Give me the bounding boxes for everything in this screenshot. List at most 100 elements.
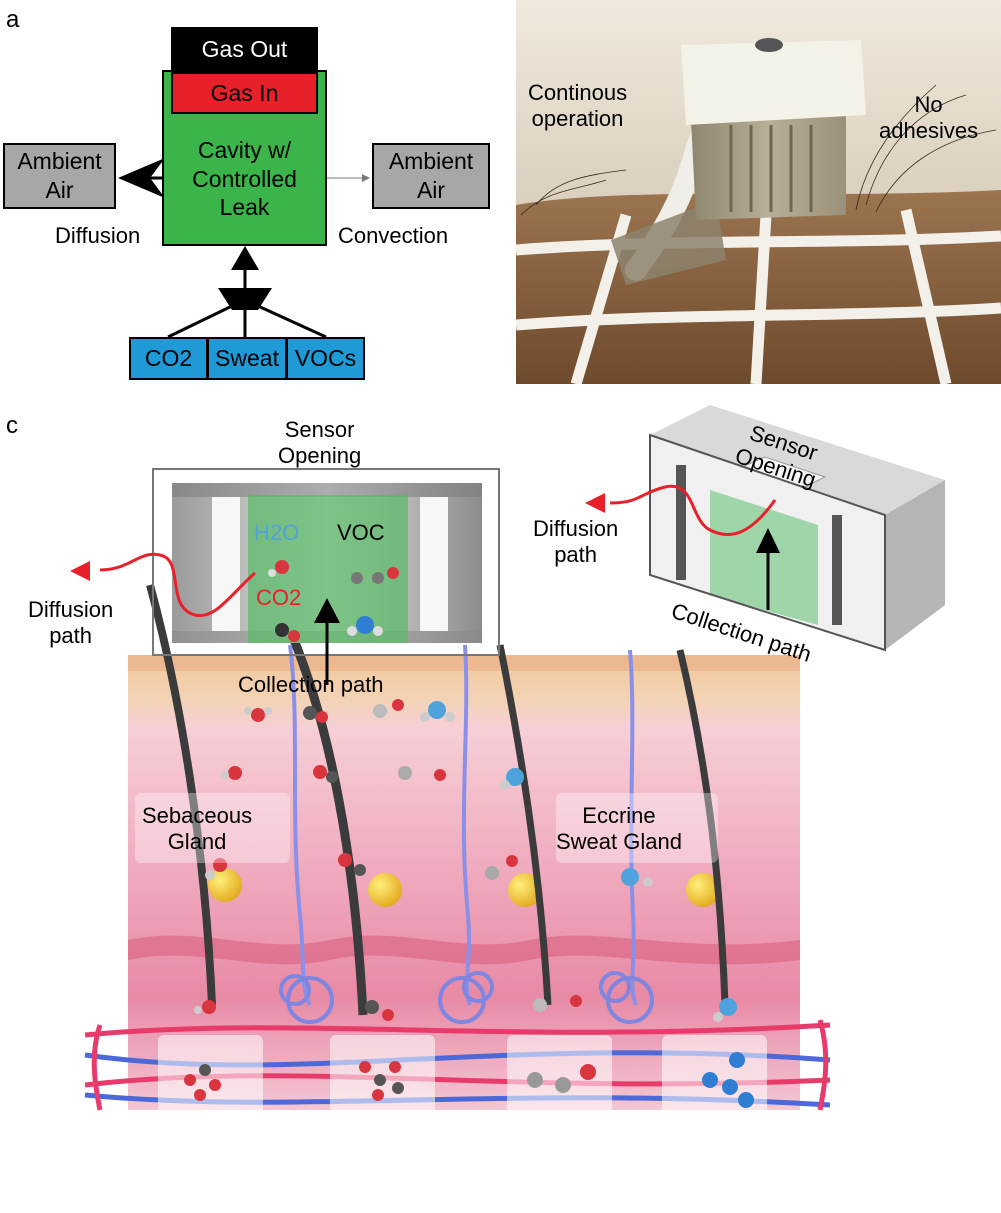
diffusion-path-right-line-1: Diffusion bbox=[533, 516, 619, 541]
h2o-label: H2O bbox=[254, 520, 300, 545]
molecule bbox=[244, 707, 272, 722]
sensor-iso-frame bbox=[649, 433, 886, 652]
device-port bbox=[755, 38, 783, 52]
sensor-opening-front-line-1: Sensor bbox=[284, 417, 355, 442]
sebaceous-gland-label: Sebaceous Gland bbox=[142, 803, 252, 856]
sensor-iso-slots bbox=[676, 465, 842, 625]
collection-path-label: Collection path bbox=[238, 672, 384, 697]
cavity-label-line-2: Controlled bbox=[192, 165, 297, 192]
sweat-coils bbox=[279, 971, 654, 1024]
fat-cell bbox=[686, 873, 720, 907]
co2-source-label: CO2 bbox=[144, 345, 193, 372]
gas-in-label: Gas In bbox=[210, 79, 279, 106]
sweat-source-label: Sweat bbox=[215, 345, 279, 372]
device-pillars bbox=[729, 125, 813, 212]
ambient-left-line-1: Ambient bbox=[17, 148, 102, 175]
diffusion-arrow-head bbox=[118, 158, 165, 198]
continuous-operation-label: Continous operation bbox=[528, 80, 627, 133]
vocs-branch-line bbox=[257, 304, 327, 339]
diffusion-path-front-head bbox=[70, 561, 90, 581]
voc-label: VOC bbox=[337, 520, 385, 545]
vocs-source-box: VOCs bbox=[286, 337, 365, 380]
sensor-front-molecules bbox=[268, 560, 399, 642]
hairs bbox=[520, 84, 997, 216]
device-photo-drawing bbox=[516, 0, 1001, 384]
molecule bbox=[485, 855, 518, 880]
co2-branch-line bbox=[167, 304, 233, 339]
molecule bbox=[533, 995, 582, 1012]
sebaceous-line-1: Sebaceous bbox=[142, 803, 253, 828]
diffusion-path-left-line-1: Diffusion bbox=[28, 597, 114, 622]
no-adhesives-line-2: adhesives bbox=[879, 118, 979, 144]
gas-out-box: Gas Out bbox=[171, 27, 318, 71]
sebaceous-line-2: Gland bbox=[167, 829, 227, 855]
diffusion-path-left-line-2: path bbox=[49, 623, 93, 649]
device-cap bbox=[681, 40, 866, 125]
sweat-source-box: Sweat bbox=[207, 337, 287, 380]
ambient-air-right-box: Ambient Air bbox=[372, 143, 490, 209]
panel-letter-a: a bbox=[6, 6, 20, 33]
diffusion-path-right-label: Diffusion path bbox=[533, 516, 618, 569]
eccrine-line-2: Sweat Gland bbox=[556, 829, 682, 855]
skin-illustration bbox=[70, 405, 945, 1115]
molecule bbox=[713, 998, 737, 1022]
gas-in-box: Gas In bbox=[171, 72, 318, 114]
molecule bbox=[194, 1000, 216, 1014]
diffusion-path-right-line-2: path bbox=[554, 542, 598, 568]
convection-arrow-head bbox=[362, 174, 370, 182]
convection-label: Convection bbox=[338, 223, 449, 248]
tube-clip bbox=[611, 200, 726, 285]
collection-arrow-iso-head bbox=[756, 528, 780, 553]
molecule bbox=[303, 706, 328, 723]
ambient-right-line-1: Ambient bbox=[388, 148, 474, 175]
collection-arrow-head bbox=[231, 246, 259, 270]
molecule bbox=[338, 853, 366, 876]
sensor-iso-cavity bbox=[710, 490, 818, 625]
ambient-right-line-2: Air bbox=[416, 177, 446, 203]
sebaceous-label-bg bbox=[135, 793, 290, 863]
diffusion-path-front-curve bbox=[99, 552, 256, 618]
diffusion-path-left-label: Diffusion path bbox=[28, 597, 113, 650]
molecules bbox=[194, 699, 737, 1022]
sensor-iso-top bbox=[650, 405, 945, 515]
molecule bbox=[221, 766, 242, 780]
cavity-label-line-1: Cavity w/ bbox=[197, 136, 292, 163]
eccrine-line-1: Eccrine bbox=[582, 803, 656, 828]
gas-out-label: Gas Out bbox=[201, 35, 288, 62]
sensor-front-top-rail bbox=[172, 483, 482, 497]
no-adhesives-label: No adhesives bbox=[879, 92, 978, 145]
flow-diagram-arrows bbox=[118, 158, 370, 339]
co2-source-box: CO2 bbox=[129, 337, 208, 380]
molecule bbox=[398, 766, 446, 781]
sensor-opening-front-label: Sensor Opening bbox=[278, 417, 361, 470]
eccrine-gland-label: Eccrine Sweat Gland bbox=[556, 803, 682, 856]
co2-label: CO2 bbox=[256, 585, 302, 610]
ambient-left-line-2: Air bbox=[45, 177, 74, 203]
continuous-line-1: Continous bbox=[528, 80, 628, 105]
ambient-air-left-box: Ambient Air bbox=[3, 143, 116, 209]
sensor-opening-front-line-2: Opening bbox=[278, 443, 362, 469]
merge-funnel bbox=[218, 288, 272, 310]
molecule bbox=[373, 699, 404, 718]
fat-cell bbox=[368, 873, 402, 907]
fat-cell bbox=[508, 873, 542, 907]
molecule bbox=[500, 768, 524, 790]
collection-arrow-front-head bbox=[314, 598, 340, 623]
cavity-label-line-3: Leak bbox=[219, 194, 270, 221]
diffusion-path-iso-head bbox=[585, 493, 605, 513]
no-adhesives-line-1: No bbox=[914, 92, 943, 117]
diffusion-path-iso-curve bbox=[609, 484, 777, 537]
molecule bbox=[205, 858, 227, 880]
molecule bbox=[420, 701, 455, 722]
eccrine-label-bg bbox=[556, 793, 718, 863]
device-photo: Continous operation No adhesives bbox=[516, 0, 1001, 384]
diffusion-label: Diffusion bbox=[55, 223, 141, 248]
sensor-iso-side bbox=[885, 480, 945, 650]
molecule bbox=[621, 868, 653, 887]
molecule bbox=[365, 1000, 394, 1021]
fat-cell bbox=[208, 868, 242, 902]
vocs-source-label: VOCs bbox=[294, 345, 357, 372]
sensor-front-slot-right bbox=[420, 497, 448, 631]
hair-shafts bbox=[146, 583, 729, 1016]
device-body bbox=[691, 115, 846, 220]
